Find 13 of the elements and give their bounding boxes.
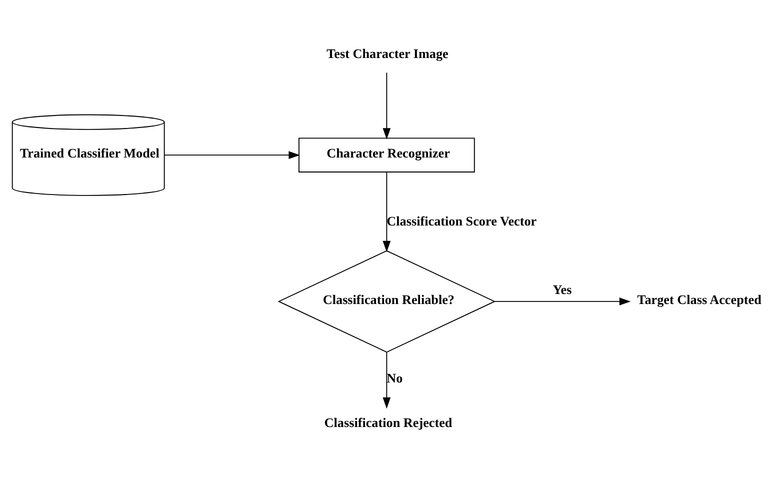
node-diamond: Classification Reliable? [278,250,496,352]
node-box: Character Recognizer [298,137,475,172]
arrow [382,171,391,252]
edge-label: Classification Score Vector [386,213,537,228]
edge-label: Yes [552,282,572,297]
edge-label: No [386,370,403,385]
arrow [382,351,391,408]
arrow [164,150,300,159]
node-text: Test Character Image [326,46,448,61]
node-text: Target Class Accepted [637,291,762,306]
arrow [382,72,391,139]
arrow [494,297,631,305]
node-text: Classification Rejected [324,414,452,430]
